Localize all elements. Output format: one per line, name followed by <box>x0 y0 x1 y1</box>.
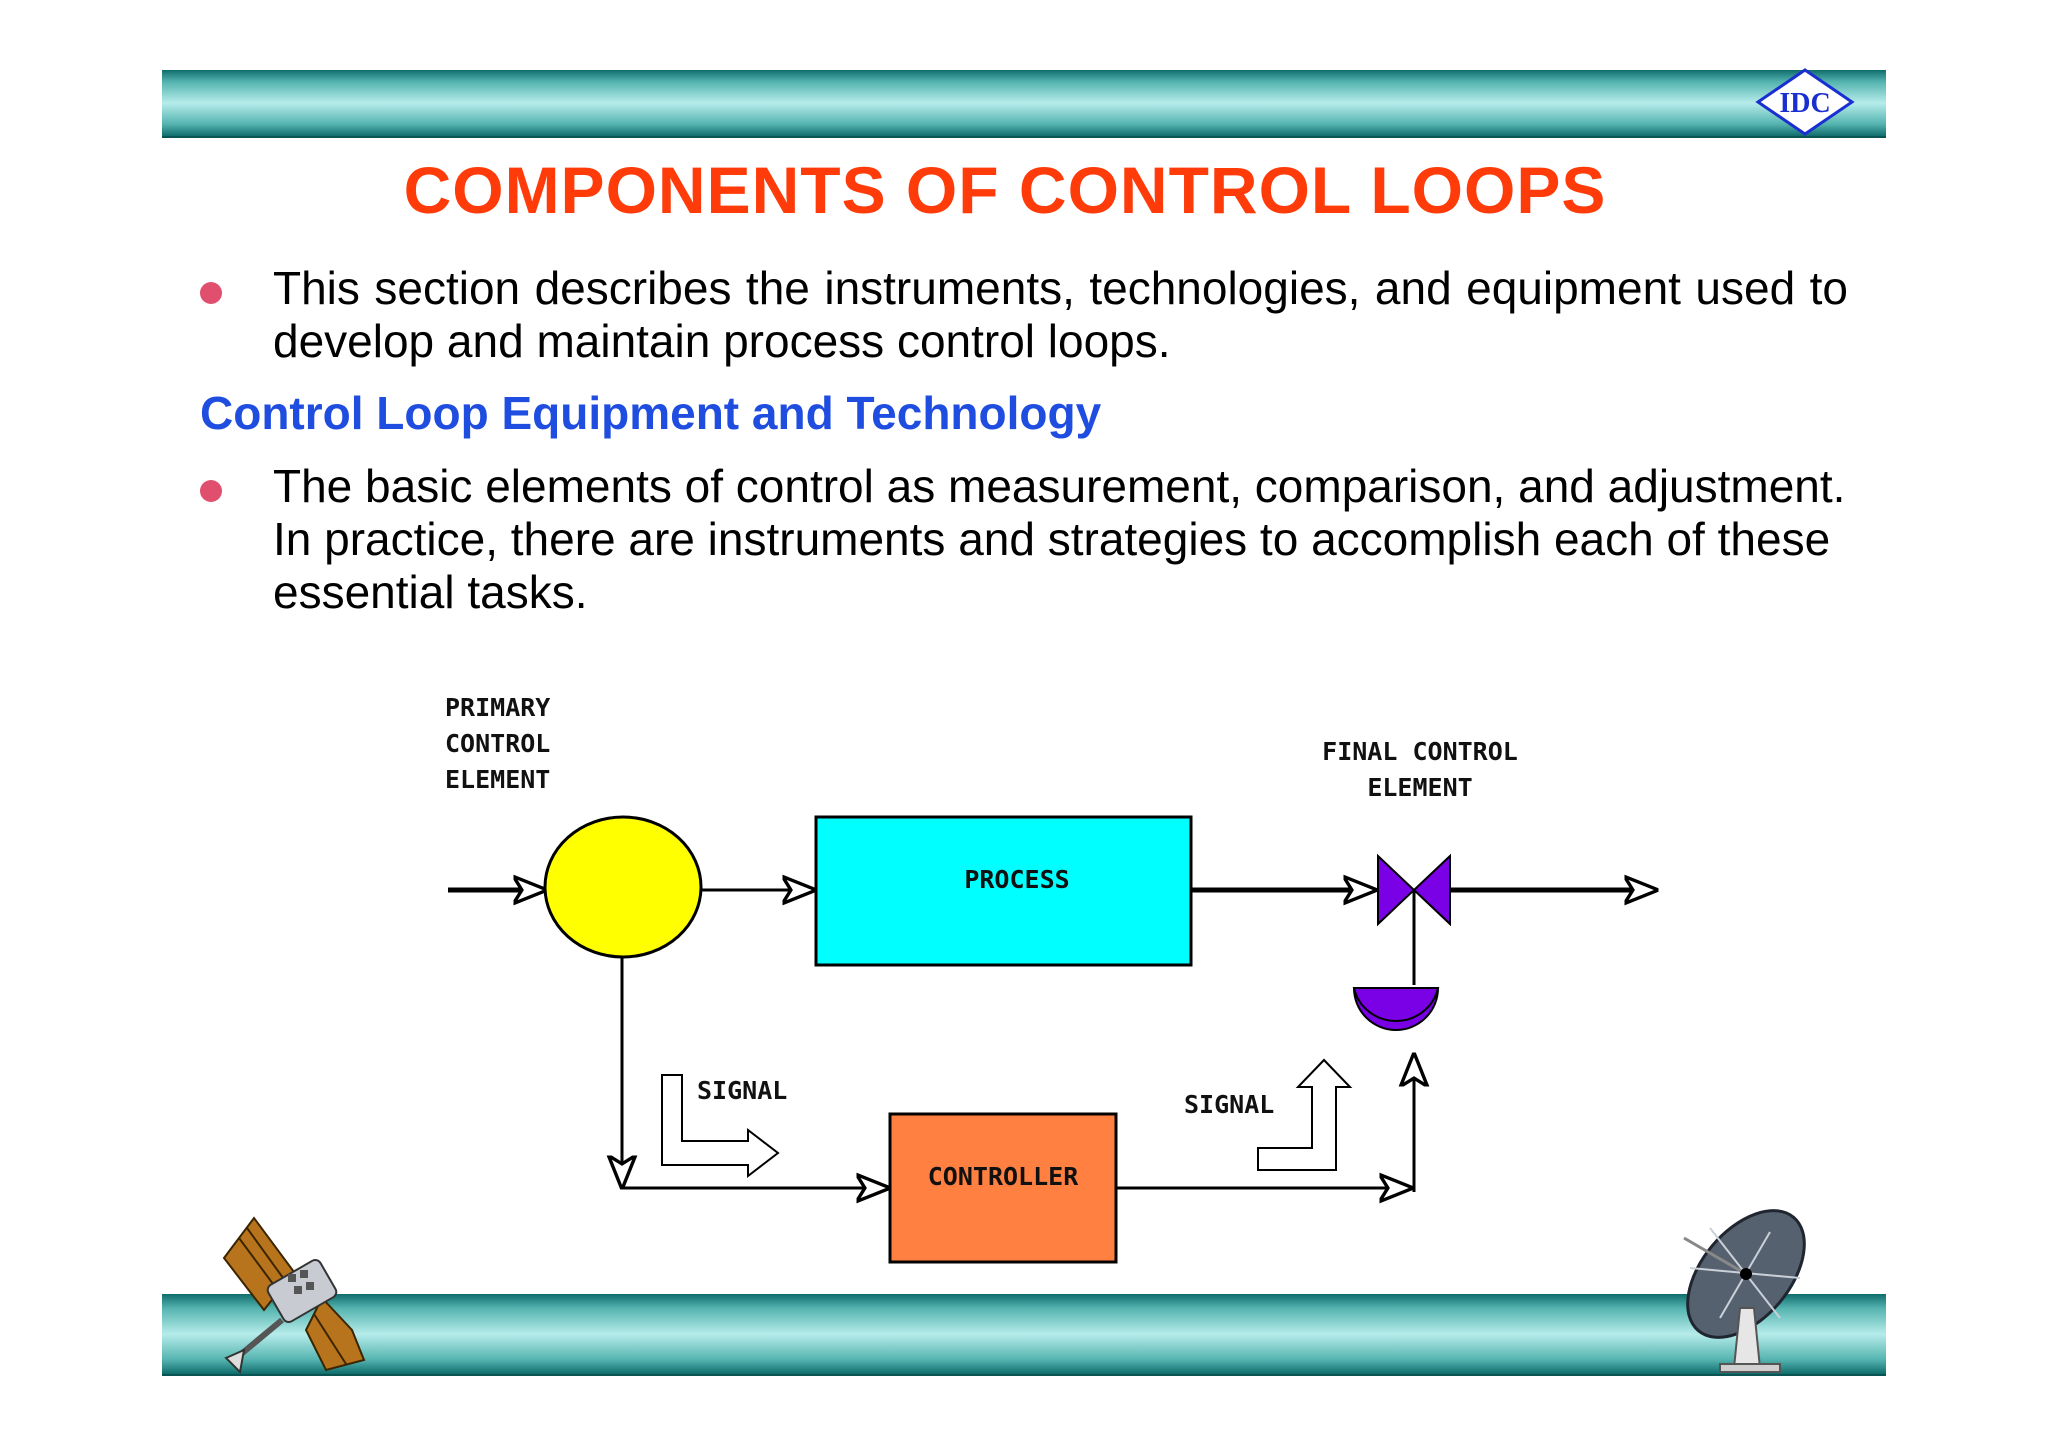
satellite-dish-icon <box>1683 1209 1806 1373</box>
bullet-dot <box>200 282 222 304</box>
section-subheading: Control Loop Equipment and Technology <box>200 387 1102 439</box>
signal-arrow-left <box>661 1074 780 1179</box>
idc-logo: IDC <box>1755 68 1855 136</box>
bullet-dot <box>200 480 222 502</box>
header-band <box>162 70 1886 138</box>
footer-band <box>162 1294 1886 1376</box>
logo-text: IDC <box>1779 88 1830 119</box>
controller-box <box>888 1112 1118 1264</box>
final-label-line: FINAL CONTROL <box>1322 737 1518 766</box>
valve-right-half <box>1412 853 1451 927</box>
process-label: PROCESS <box>964 865 1069 894</box>
signal-arrow-right <box>1257 1058 1353 1171</box>
primary-label-line: CONTROL <box>445 729 550 758</box>
primary-label-line: ELEMENT <box>445 765 550 794</box>
valve-left-half <box>1377 853 1416 927</box>
controller-label: CONTROLLER <box>928 1162 1079 1191</box>
satellite-icon <box>222 1216 366 1375</box>
primary-sensor <box>543 815 703 959</box>
bullet-text: The basic elements of control as measure… <box>273 460 1846 618</box>
page-title: COMPONENTS OF CONTROL LOOPS <box>403 153 1607 227</box>
primary-label-line: PRIMARY <box>445 693 550 722</box>
signal-label-right: SIGNAL <box>1184 1090 1274 1119</box>
final-label-line: ELEMENT <box>1367 773 1472 802</box>
bullet-text: This section describes the instruments, … <box>273 262 1848 367</box>
signal-label-left: SIGNAL <box>697 1076 787 1105</box>
